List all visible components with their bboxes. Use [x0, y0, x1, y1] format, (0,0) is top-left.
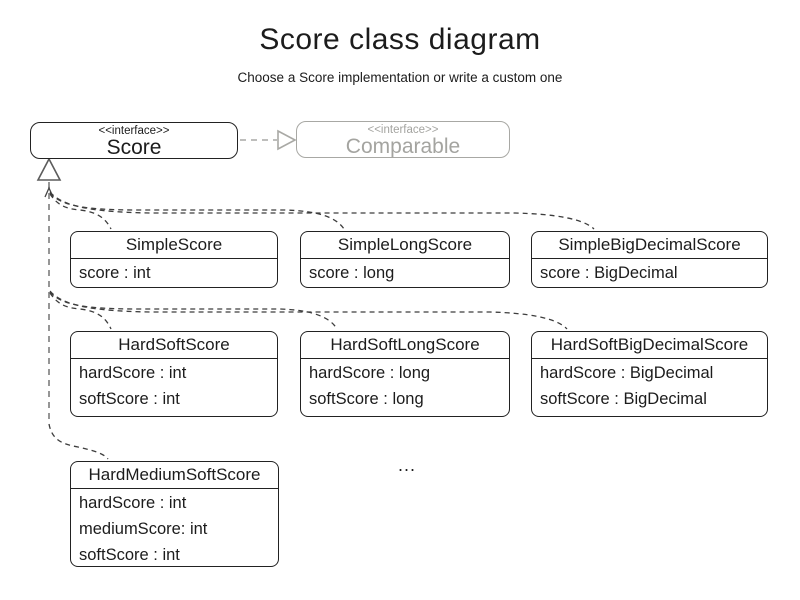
class-hardmediumsoftscore: HardMediumSoftScore hardScore : int medi…: [70, 461, 279, 567]
class-name: SimpleLongScore: [301, 232, 509, 259]
class-attribute: softScore : BigDecimal: [540, 390, 707, 408]
class-attribute: softScore : int: [79, 390, 180, 408]
class-name: SimpleBigDecimalScore: [532, 232, 767, 259]
class-attribute: softScore : long: [309, 390, 424, 408]
edge-score-hardmediumsoftscore: [48, 423, 109, 460]
class-attribute: softScore : int: [79, 546, 180, 564]
class-hardsoftbigdecimalscore: HardSoftBigDecimalScore hardScore : BigD…: [531, 331, 768, 417]
class-attribute: mediumScore: int: [79, 520, 208, 538]
class-attribute: score : int: [79, 264, 151, 282]
diagram-subtitle: Choose a Score implementation or write a…: [237, 70, 563, 85]
stereotype-label: <<interface>>: [98, 125, 170, 137]
class-name: HardSoftLongScore: [301, 332, 509, 359]
class-simplescore: SimpleScore score : int: [70, 231, 278, 288]
class-attribute: score : long: [309, 264, 395, 282]
interface-name: Score: [106, 136, 162, 159]
interface-comparable: <<interface>> Comparable: [296, 121, 510, 158]
class-simplelongscore: SimpleLongScore score : long: [300, 231, 510, 288]
stereotype-label: <<interface>>: [367, 124, 439, 136]
class-simplebigdecimalscore: SimpleBigDecimalScore score : BigDecimal: [531, 231, 768, 288]
edge-score-simplebigdecimalscore: [49, 191, 595, 230]
interface-name: Comparable: [345, 135, 461, 158]
edge-score-hardsoftlongscore: [49, 291, 338, 330]
class-attribute: hardScore : BigDecimal: [540, 364, 714, 382]
edge-score-simplescore: [49, 193, 112, 230]
interface-score: <<interface>> Score: [30, 122, 238, 159]
realization-arrowhead-icon: [277, 129, 297, 151]
edge-score-simplelongscore: [49, 192, 345, 230]
class-attribute: hardScore : long: [309, 364, 431, 382]
class-name: SimpleScore: [71, 232, 277, 259]
class-attribute: hardScore : int: [79, 364, 187, 382]
more-implementations-ellipsis: ...: [398, 455, 417, 475]
class-name: HardSoftBigDecimalScore: [532, 332, 767, 359]
edge-score-hardsoftbigdecimalscore: [49, 290, 568, 330]
class-hardsoftscore: HardSoftScore hardScore : int softScore …: [70, 331, 278, 417]
inheritance-triangle-icon: [36, 157, 62, 181]
class-name: HardSoftScore: [71, 332, 277, 359]
edge-score-hardsoftscore: [49, 292, 112, 330]
class-attribute: score : BigDecimal: [540, 264, 678, 282]
class-name: HardMediumSoftScore: [71, 462, 278, 489]
class-hardsoftlongscore: HardSoftLongScore hardScore : long softS…: [300, 331, 510, 417]
diagram-title: Score class diagram: [259, 23, 541, 56]
class-attribute: hardScore : int: [79, 494, 187, 512]
